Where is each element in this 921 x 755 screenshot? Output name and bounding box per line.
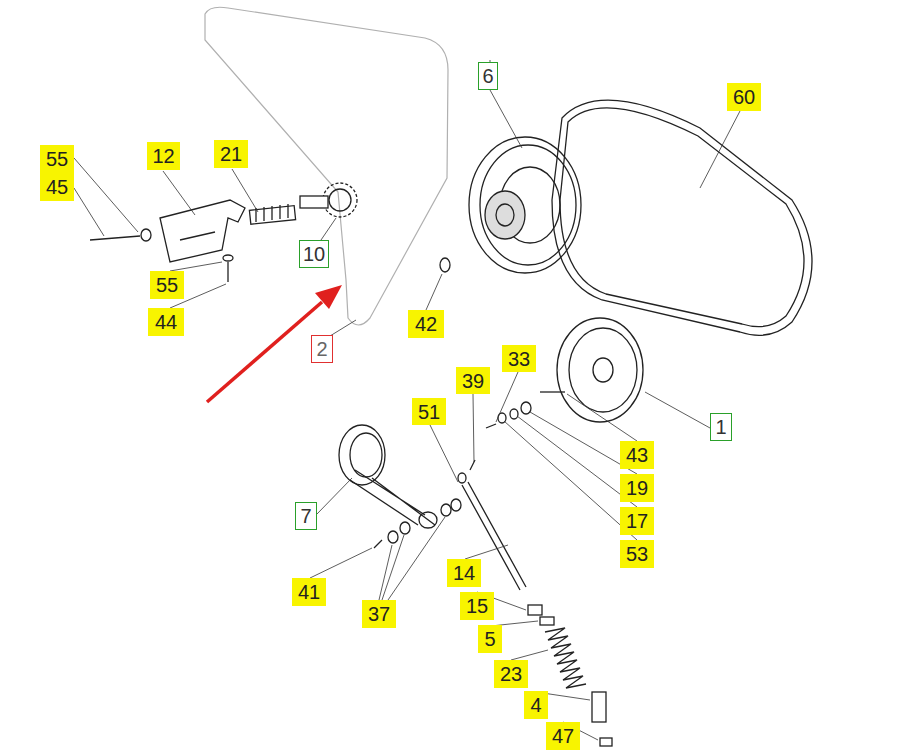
- callout-number: 55: [156, 274, 178, 296]
- callout-number: 47: [552, 725, 574, 747]
- callout-box: 41: [292, 578, 326, 606]
- drive-pulley: [557, 318, 643, 422]
- sprocket: [300, 183, 357, 217]
- callout-number: 41: [298, 581, 320, 603]
- callout-box: 39: [456, 367, 490, 394]
- callout-number: 12: [152, 145, 174, 167]
- callout-box: 53: [620, 540, 654, 568]
- driven-pulley: [469, 137, 581, 273]
- callout-number: 5: [484, 628, 495, 650]
- callout-box: 19: [620, 474, 654, 502]
- callout-number: 21: [220, 143, 242, 165]
- callout-number: 4: [530, 694, 541, 716]
- callout-number: 17: [626, 510, 648, 532]
- callout-number: 23: [500, 663, 522, 685]
- callout-box: 44: [148, 308, 184, 336]
- callout-number: 43: [626, 444, 648, 466]
- callout-box: 47: [546, 722, 580, 750]
- callout-box: 37: [362, 600, 396, 628]
- callout-number: 14: [453, 562, 475, 584]
- callout-box: 55: [150, 271, 184, 299]
- v-belt-inner: [560, 108, 804, 327]
- callout-box: 45: [40, 173, 74, 201]
- callout-number: 6: [482, 65, 493, 87]
- callout-box: 10: [299, 240, 329, 268]
- chain-guard: [205, 7, 448, 325]
- callout-box: 5: [478, 625, 502, 653]
- callout-number: 37: [368, 603, 390, 625]
- callout-number: 51: [418, 401, 440, 423]
- idler-arm: [339, 425, 461, 548]
- callout-number: 60: [733, 86, 755, 108]
- compression-spring: [545, 628, 586, 688]
- callout-number: 2: [316, 338, 327, 360]
- callout-box: 23: [494, 660, 528, 688]
- spring-seat: [592, 692, 606, 722]
- callout-box: 6: [478, 62, 498, 90]
- circlip: [440, 258, 450, 272]
- callout-number: 10: [303, 243, 325, 265]
- nut: [600, 738, 612, 746]
- tension-rod: [458, 460, 554, 625]
- callout-number: 1: [715, 416, 726, 438]
- callout-box: 2: [311, 335, 333, 363]
- callout-box: 33: [502, 345, 536, 372]
- callout-box: 43: [620, 441, 654, 469]
- callout-box: 7: [295, 502, 317, 530]
- red-arrow: [207, 285, 342, 402]
- callout-box: 1: [710, 413, 732, 441]
- callout-box: 42: [408, 310, 444, 338]
- callout-number: 19: [626, 477, 648, 499]
- leader-lines: [74, 60, 740, 740]
- callout-box: 12: [147, 142, 180, 170]
- callout-box: 14: [447, 559, 481, 587]
- callout-number: 7: [300, 505, 311, 527]
- callout-box: 21: [214, 140, 248, 168]
- callout-box: 17: [620, 507, 654, 535]
- callout-number: 33: [508, 348, 530, 370]
- callout-number: 44: [155, 311, 177, 333]
- tension-spring: [249, 204, 295, 224]
- callout-number: 15: [466, 595, 488, 617]
- callout-box: 51: [412, 398, 446, 425]
- callout-number: 53: [626, 543, 648, 565]
- callout-number: 55: [46, 148, 68, 170]
- callout-box: 15: [460, 592, 494, 620]
- tensioner-bracket: [90, 200, 245, 282]
- callout-number: 45: [46, 176, 68, 198]
- callout-box: 60: [727, 83, 761, 111]
- callout-number: 39: [462, 370, 484, 392]
- callout-number: 42: [415, 313, 437, 335]
- callout-box: 4: [524, 691, 548, 719]
- callout-box: 55: [40, 145, 74, 173]
- v-belt: [552, 100, 812, 335]
